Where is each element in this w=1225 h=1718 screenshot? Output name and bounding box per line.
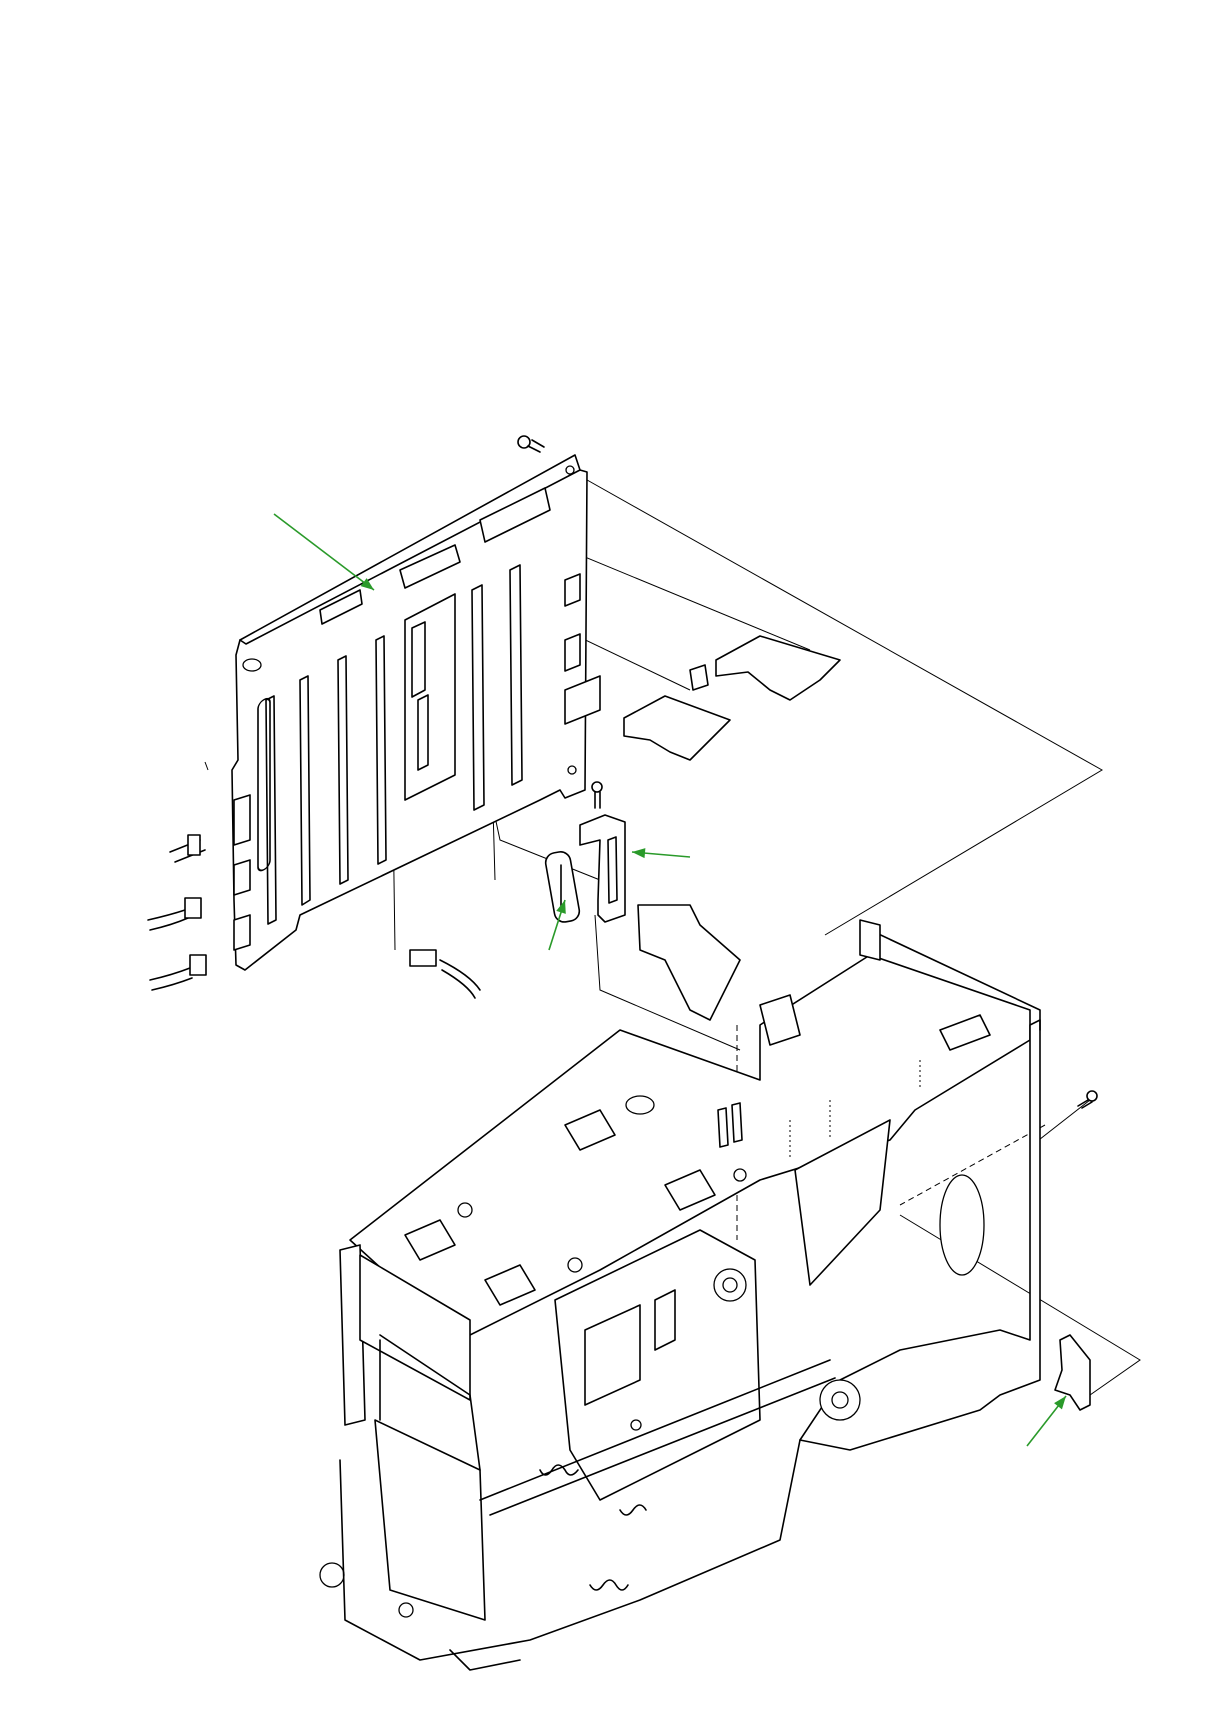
bracket-and-cover — [544, 782, 625, 924]
screw-top — [518, 436, 544, 452]
flat-cables — [624, 636, 840, 1020]
arrow-bracket — [632, 848, 690, 858]
main-circuit-board — [232, 436, 600, 970]
screw-bracket — [592, 782, 602, 808]
arrow-latch — [1027, 1396, 1066, 1446]
arrow-main-board — [274, 514, 374, 590]
chassis-frame — [320, 920, 1097, 1670]
screw-right — [1078, 1091, 1097, 1108]
